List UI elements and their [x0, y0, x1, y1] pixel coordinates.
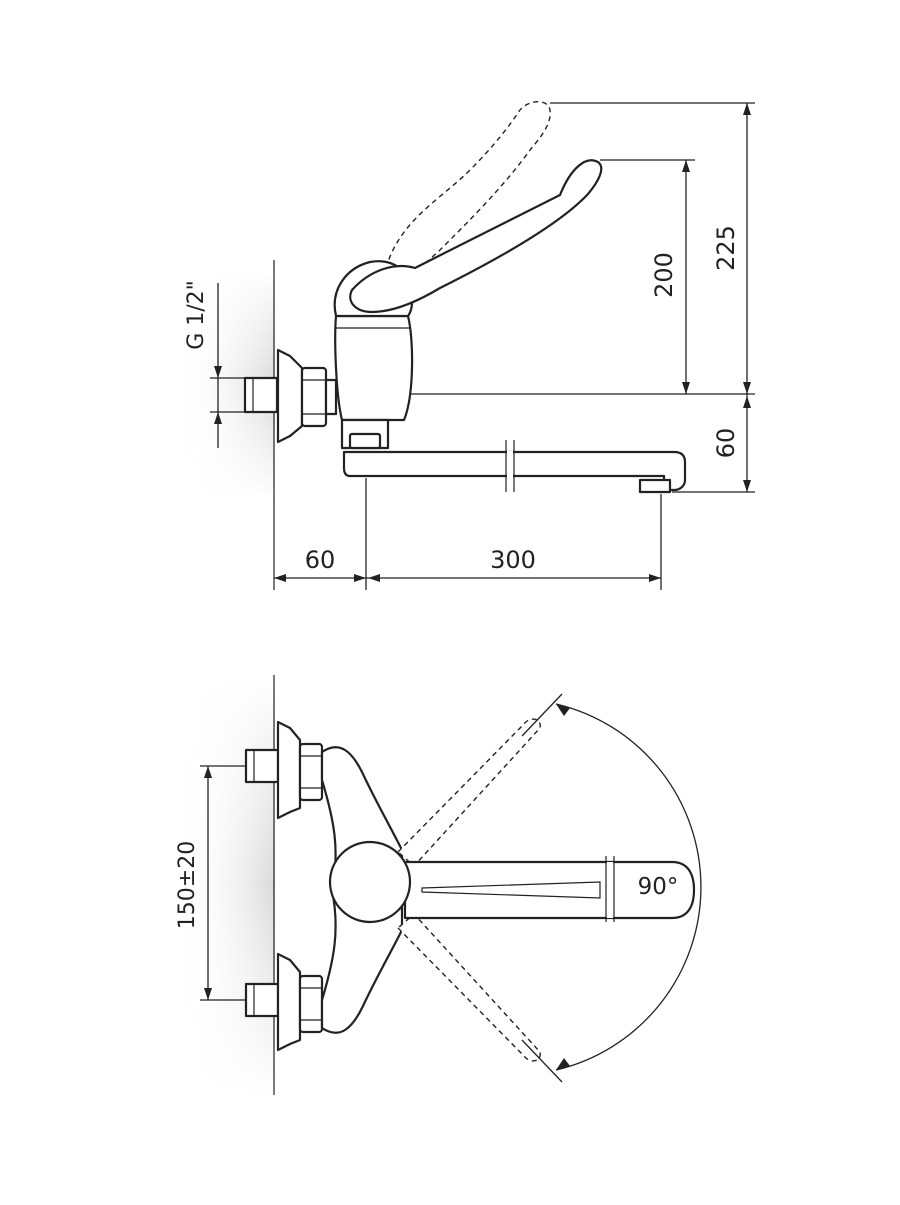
thread-label: G 1/2" — [184, 280, 209, 350]
handle-raised-dashed — [385, 101, 551, 292]
dim-200-label: 200 — [650, 252, 678, 298]
inlet-upper-top — [244, 720, 324, 820]
inlet-spacing-dimension — [200, 765, 246, 1001]
dim-60-horizontal-label: 60 — [305, 546, 336, 574]
inlet-spacing-label: 150±20 — [175, 841, 200, 929]
spout-top — [403, 860, 696, 920]
spout-swivel-lower-dashed — [396, 913, 541, 1062]
inlet-lower-top — [244, 952, 324, 1052]
dim-225-label: 225 — [712, 225, 740, 271]
lever-handle — [349, 159, 603, 314]
dim-300-label: 300 — [490, 546, 536, 574]
handle-circle-top — [328, 840, 412, 924]
swivel-angle-label: 90° — [638, 874, 679, 900]
side-view: G 1/2" 200 225 60 — [180, 101, 755, 590]
spout-swivel-upper-dashed — [396, 718, 541, 867]
swivel-angle-arc — [521, 693, 702, 1083]
aerator-side — [638, 478, 672, 494]
mixer-body — [334, 314, 414, 422]
inlet-connector-side — [243, 348, 338, 444]
dim-60-vertical-label: 60 — [712, 428, 740, 459]
top-view: 90° 150±20 — [175, 675, 702, 1095]
height-dimensions — [410, 102, 755, 493]
thread-dimension — [210, 283, 245, 448]
horizontal-dimensions — [274, 478, 662, 590]
